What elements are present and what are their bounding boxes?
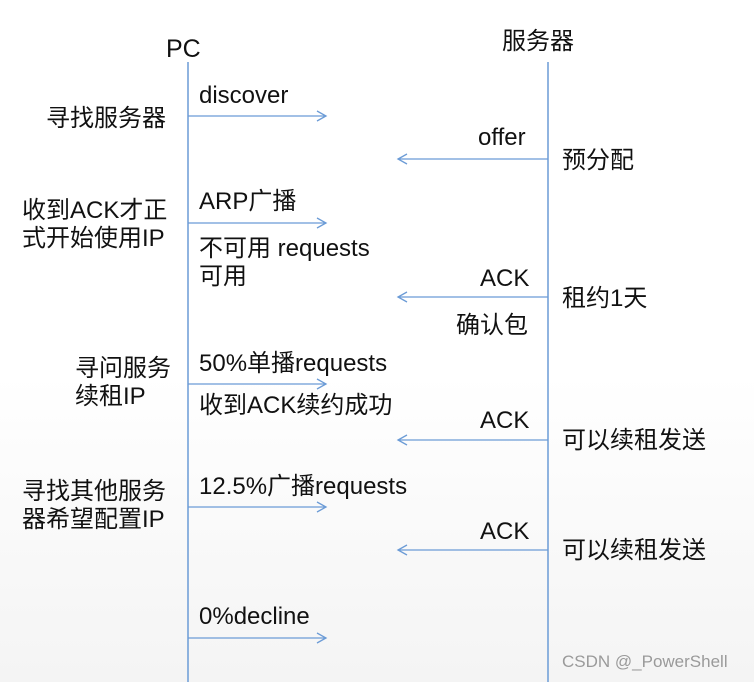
arrowhead-7 bbox=[316, 501, 328, 513]
arrowhead-4 bbox=[396, 291, 408, 303]
arrowhead-9 bbox=[316, 632, 328, 644]
pc-lifeline-label: PC bbox=[166, 35, 201, 63]
left-note-renew-request: 寻问服务 续租IP bbox=[75, 355, 171, 410]
arrowhead-6 bbox=[396, 434, 408, 446]
msg-discover-label: discover bbox=[199, 82, 289, 109]
msg-unicast-request-label: 50%单播requests bbox=[199, 350, 388, 377]
arrowhead-3 bbox=[316, 217, 328, 229]
arrowhead-5 bbox=[316, 378, 328, 390]
msg-decline-label: 0%decline bbox=[199, 603, 310, 630]
confirm-packet-note: 确认包 bbox=[456, 312, 528, 339]
arrowhead-2 bbox=[396, 153, 408, 165]
arp-result-note: 不可用 requests 可用 bbox=[199, 235, 370, 290]
arrowhead-8 bbox=[396, 544, 408, 556]
arrowhead-1 bbox=[316, 110, 328, 122]
left-note-other-server: 寻找其他服务 器希望配置IP bbox=[22, 478, 166, 533]
right-note-renew-send-2: 可以续租发送 bbox=[562, 537, 706, 564]
msg-offer-label: offer bbox=[478, 124, 526, 151]
right-note-lease: 租约1天 bbox=[562, 285, 648, 312]
message-arrows bbox=[188, 110, 548, 644]
left-note-find-server: 寻找服务器 bbox=[46, 105, 166, 132]
msg-arp-label: ARP广播 bbox=[199, 188, 297, 215]
watermark: CSDN @_PowerShell bbox=[562, 652, 728, 671]
msg-broadcast-request-label: 12.5%广播requests bbox=[199, 473, 408, 500]
right-note-preallocate: 预分配 bbox=[562, 147, 634, 174]
msg-ack-1-label: ACK bbox=[480, 265, 530, 292]
server-lifeline-label: 服务器 bbox=[502, 28, 574, 55]
msg-ack-3-label: ACK bbox=[480, 518, 530, 545]
msg-ack-2-label: ACK bbox=[480, 407, 530, 434]
right-note-renew-send-1: 可以续租发送 bbox=[562, 427, 706, 454]
left-note-start-using-ip: 收到ACK才正 式开始使用IP bbox=[22, 197, 168, 252]
renew-success-note: 收到ACK续约成功 bbox=[199, 392, 393, 419]
